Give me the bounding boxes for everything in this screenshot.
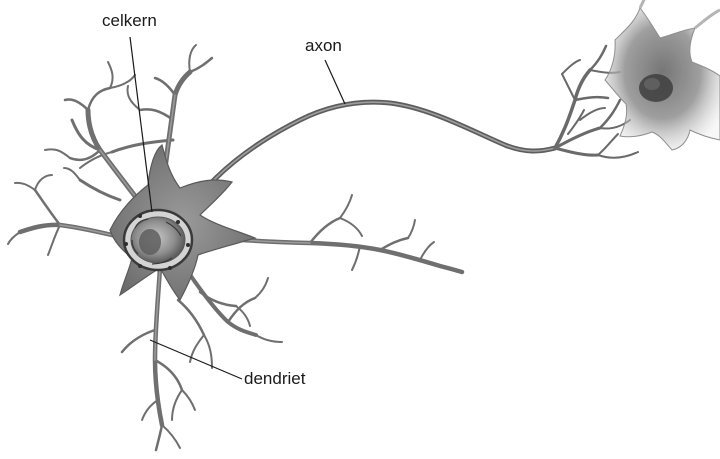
dendrite-label: dendriet: [244, 370, 305, 387]
axon-label: axon: [305, 37, 342, 54]
nucleus-label: celkern: [102, 12, 157, 29]
target-cell: [605, 0, 720, 150]
axon: [185, 102, 555, 215]
nucleus-leader-line: [130, 37, 152, 212]
axon-leader-line: [325, 60, 345, 104]
nucleolus: [139, 229, 161, 255]
cell-body: [110, 145, 255, 300]
